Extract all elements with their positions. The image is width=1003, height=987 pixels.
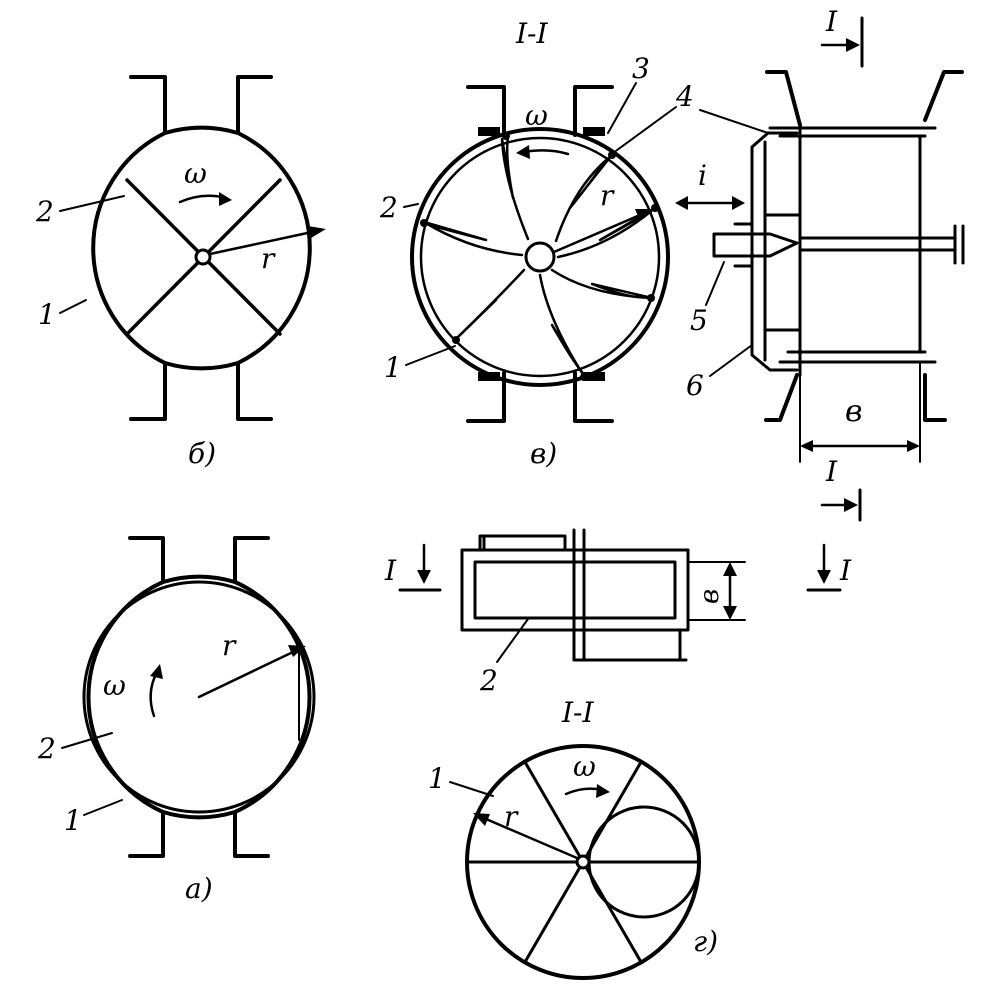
panel-v-rotation-arrow	[516, 145, 570, 159]
panel-g-top-section-marker-right: I	[806, 543, 852, 592]
panel-g-callout-1: 1	[428, 762, 446, 795]
panel-g-radius-label: r	[504, 800, 519, 833]
panel-a-radius-arrow	[197, 645, 306, 699]
panel-v-section-title: I-I	[515, 17, 549, 50]
panel-g-label: г)	[693, 925, 718, 958]
panel-v-radius-arrow	[552, 209, 653, 254]
panel-b-callout-2: 2	[35, 195, 54, 228]
side-view-section-marker-bottom: I	[820, 455, 862, 522]
panel-b-leader-2	[59, 195, 125, 212]
side-view-width-dimension: в	[799, 361, 921, 463]
panel-v-vane-tips	[420, 132, 659, 381]
panel-g-section-title: I-I	[561, 696, 595, 729]
panel-g-leader-1	[449, 781, 494, 797]
side-view-gear-ratio-arrow: i	[675, 159, 745, 210]
side-view-shaft	[798, 224, 965, 265]
side-view-leader-6	[709, 344, 753, 377]
panel-v-diagram: I-I	[379, 17, 694, 470]
panel-g-radius-arrow	[473, 813, 579, 860]
panel-a-omega-label: ω	[103, 669, 126, 702]
panel-b-leader-1	[59, 299, 87, 314]
panel-a-callout-1: 1	[64, 804, 82, 837]
panel-a-leader-1	[83, 799, 123, 816]
panel-g-top-section-label-left: I	[384, 554, 397, 587]
side-view-section-label-bottom: I	[825, 455, 838, 488]
side-view-nozzle	[712, 222, 799, 268]
side-view-diagram: I	[675, 5, 965, 522]
panel-v-leader-4	[612, 106, 677, 154]
panel-b-label: б)	[188, 437, 216, 470]
panel-a-radius-label: r	[222, 629, 237, 662]
panel-g-top-body	[460, 528, 690, 662]
panel-a-diagram: ω r 2 1 а)	[37, 536, 316, 905]
panel-g-top-section-marker-left: I	[384, 543, 442, 592]
panel-b-radius-label: r	[261, 242, 276, 275]
panel-b-rotation-arrow	[178, 192, 232, 206]
side-view-section-label-top: I	[825, 5, 838, 38]
side-view-width-label: в	[845, 394, 862, 429]
panel-g-top-section-label-right: I	[839, 554, 852, 587]
panel-g-top-width-dimension: в	[687, 561, 746, 621]
panel-v-leader-1	[405, 345, 456, 366]
panel-a-rotation-arrow	[149, 664, 163, 718]
panel-v-label: в)	[530, 437, 557, 470]
panel-v-omega-label: ω	[525, 99, 548, 132]
panel-g-top-view: I в 2 I	[384, 528, 852, 697]
panel-g-rotation-arrow	[564, 784, 610, 798]
panel-g-top-callout-2: 2	[479, 664, 498, 697]
side-view-callout-5: 5	[690, 304, 708, 337]
panel-v-callout-1: 1	[384, 351, 402, 384]
side-view-section-marker-top: I	[820, 5, 864, 68]
panel-b-radius-arrow	[208, 226, 326, 256]
panel-b-omega-label: ω	[184, 157, 207, 190]
panel-v-leader-3	[607, 82, 637, 134]
panel-a-leader-2	[61, 732, 113, 749]
panel-b-diagram: ω r 2 1 б)	[35, 75, 326, 470]
side-view-leader-5	[705, 261, 725, 306]
side-view-leader-4	[699, 109, 769, 134]
panel-v-outer-wall	[410, 127, 670, 387]
panel-v-inner-wall	[419, 136, 661, 378]
panel-b-callout-1: 1	[38, 298, 56, 331]
side-view-housing	[764, 70, 964, 422]
panel-v-callout-4: 4	[675, 80, 694, 113]
panel-b-hub	[194, 248, 212, 266]
panel-v-callout-3: 3	[632, 52, 650, 85]
panel-v-housing	[466, 85, 614, 423]
panel-g-hub	[575, 854, 591, 870]
panel-g-top-width-label: в	[695, 589, 725, 604]
panel-b-housing	[91, 75, 312, 421]
panel-g-top-leader-2	[496, 618, 529, 663]
panel-g-omega-label: ω	[573, 750, 596, 783]
panel-v-callout-2: 2	[379, 191, 398, 224]
panel-a-callout-2: 2	[37, 732, 56, 765]
panel-a-label: а)	[185, 872, 213, 905]
panel-v-hub	[524, 241, 556, 273]
panel-a-rotor-wall	[82, 580, 316, 814]
side-view-gear-ratio-label: i	[698, 159, 707, 192]
panel-v-radius-label: r	[600, 179, 615, 212]
panel-g-section: I-I ω r 1 г)	[428, 696, 718, 980]
side-view-callout-6: 6	[686, 369, 704, 402]
panel-v-leader-2	[403, 203, 419, 208]
